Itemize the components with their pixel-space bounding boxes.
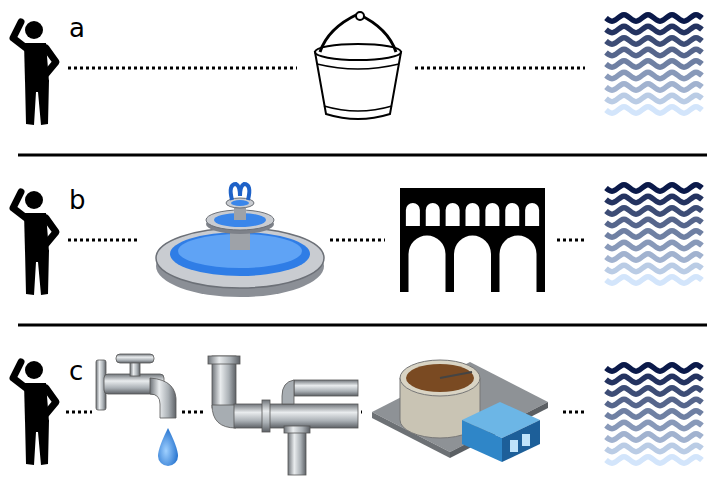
- dotted-link: [182, 411, 206, 414]
- wave-line: [606, 61, 702, 67]
- tap-icon: [116, 354, 154, 363]
- treatment-plant-icon: [502, 420, 540, 462]
- dotted-link: [66, 68, 587, 412]
- aqueduct-arch: [525, 203, 539, 226]
- tap-icon: [158, 428, 178, 466]
- treatment-plant-icon: [510, 440, 518, 452]
- dotted-link: [66, 411, 92, 414]
- bucket-icon: [324, 106, 392, 111]
- aqueduct-arch: [505, 203, 519, 226]
- pipe-icon: [284, 426, 310, 433]
- aqueduct-arch: [485, 203, 499, 226]
- water-waves: [606, 15, 702, 463]
- dotted-link: [415, 67, 585, 70]
- wave-line: [606, 49, 702, 55]
- wave-line: [606, 254, 702, 260]
- wave-line: [606, 219, 702, 225]
- aqueduct-icon: [406, 203, 539, 226]
- wave-line: [606, 422, 702, 428]
- fountain-icon: [231, 200, 249, 206]
- person-silhouette: [13, 21, 56, 125]
- person-silhouette: [13, 191, 56, 295]
- bucket-icon: [315, 44, 401, 60]
- aqueduct-arch: [500, 236, 537, 293]
- aqueduct-arch: [446, 203, 460, 226]
- pipe-icon: [282, 380, 294, 404]
- aqueduct-icon: [400, 188, 545, 292]
- dotted-link: [557, 239, 585, 242]
- wave-line: [606, 376, 702, 382]
- wave-line: [606, 196, 702, 202]
- wave-line: [606, 231, 702, 237]
- wave-line: [606, 411, 702, 417]
- fountain-icon: [156, 184, 324, 297]
- wave-line: [606, 242, 702, 248]
- wave-line: [606, 95, 702, 101]
- person-silhouette: [13, 361, 56, 465]
- dotted-link: [68, 239, 140, 242]
- tap-icon: [130, 362, 140, 376]
- tap-icon: [150, 378, 176, 418]
- aqueduct-arch: [466, 203, 480, 226]
- wave-line: [606, 26, 702, 32]
- row-separator: [18, 324, 707, 327]
- wave-line: [606, 445, 702, 451]
- treatment-plant-icon: [406, 364, 474, 392]
- bucket-icon: [315, 12, 401, 119]
- pipe-icon: [294, 380, 358, 396]
- row-letter: b: [69, 187, 86, 213]
- treatment-plant-icon: [462, 420, 502, 462]
- row-separator: [18, 154, 707, 157]
- dotted-link: [68, 67, 297, 70]
- aqueduct-arch: [454, 236, 491, 293]
- treatment-plant-icon: [400, 360, 480, 396]
- wave-line: [606, 388, 702, 394]
- row-letter: c: [69, 358, 83, 384]
- row-separator: [18, 155, 707, 325]
- pipe-icon: [288, 428, 306, 475]
- wave-line: [606, 84, 702, 90]
- treatment-plant-icon: [522, 434, 530, 446]
- wave-line: [606, 185, 702, 191]
- row-letter: a: [69, 15, 85, 41]
- wave-line: [606, 457, 702, 463]
- pipe-icon: [208, 356, 240, 364]
- bucket-icon: [317, 64, 399, 69]
- wave-line: [606, 15, 702, 21]
- dotted-link: [330, 239, 385, 242]
- pipe-icon: [212, 405, 236, 428]
- aqueduct-icon: [409, 236, 537, 293]
- wave-line: [606, 38, 702, 44]
- wave-line: [606, 107, 702, 113]
- pipe-icon: [262, 400, 270, 432]
- pipe-icon: [234, 404, 358, 428]
- aqueduct-arch: [426, 203, 440, 226]
- wave-line: [606, 434, 702, 440]
- treatment-plant-icon: [440, 372, 472, 378]
- wave-line: [606, 399, 702, 405]
- aqueduct-arch: [409, 236, 446, 293]
- wave-line: [606, 365, 702, 371]
- pipe-icon: [208, 356, 358, 475]
- wave-line: [606, 72, 702, 78]
- treatment-plant-icon: [372, 360, 548, 462]
- aqueduct-icon: [400, 188, 545, 292]
- bucket-icon: [356, 12, 364, 20]
- wave-line: [606, 277, 702, 283]
- wave-line: [606, 208, 702, 214]
- fountain-icon: [231, 184, 250, 200]
- bucket-icon: [315, 52, 401, 119]
- tap-icon: [96, 354, 178, 466]
- aqueduct-arch: [406, 203, 420, 226]
- dotted-link: [563, 411, 587, 414]
- wave-line: [606, 265, 702, 271]
